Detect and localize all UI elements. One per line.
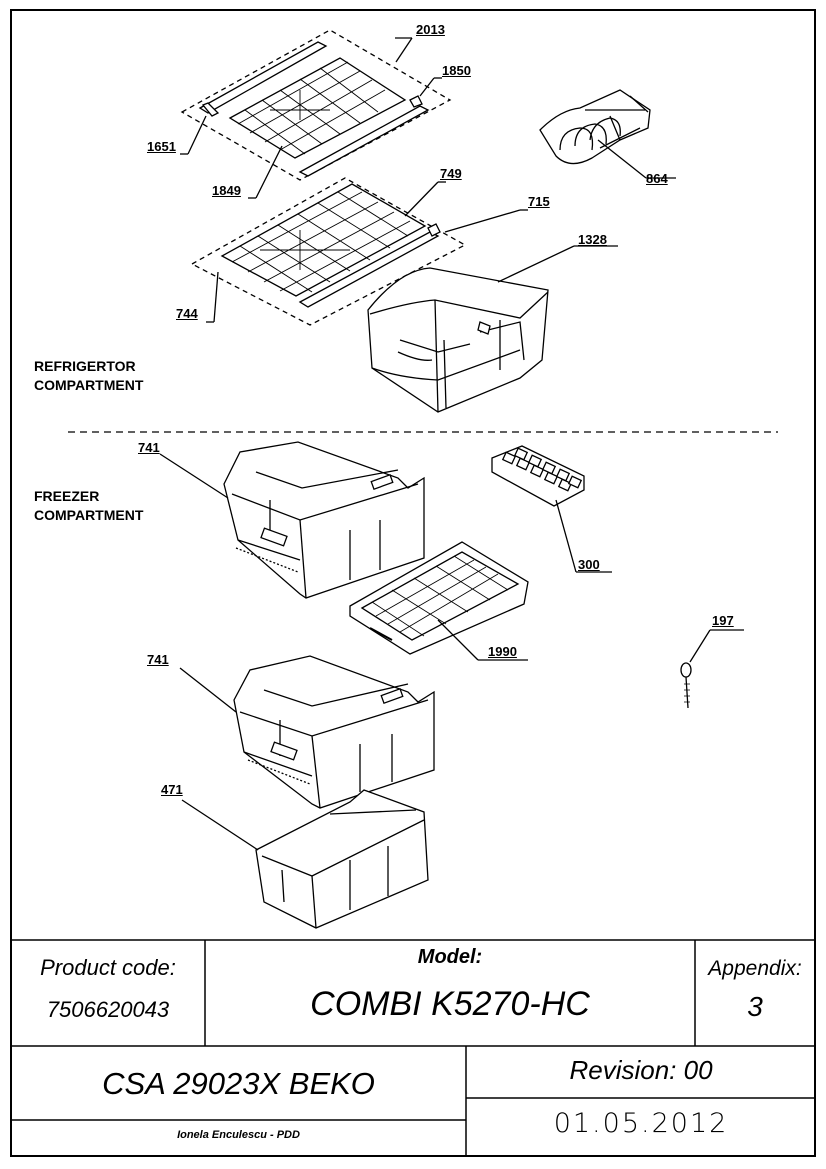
model-label: Model: [417,946,483,968]
glass-shelf-lower [190,177,467,326]
product-name: CSA 29023X BEKO [102,1066,375,1101]
model-value: COMBI K5270-HC [310,985,590,1023]
callout-741-lower: 741 [147,652,169,667]
freezer-label-line2: COMPARTMENT [34,507,144,523]
glass-shelf-upper [180,29,452,181]
callout-749: 749 [440,166,462,181]
callout-715: 715 [528,194,550,209]
freezer-drawer-lower [233,655,435,809]
freezer-label-line1: FREEZER [34,488,100,504]
freezer-compartment-label: FREEZER COMPARTMENT [34,487,143,525]
author: Ionela Enculescu - PDD [177,1129,300,1141]
date: 01.05.2012 [553,1108,729,1139]
pin-part [680,662,692,709]
refrigerator-compartment-label: REFRIGERTOR COMPARTMENT [34,357,143,395]
callout-864: 864 [646,171,668,186]
appendix-value: 3 [747,991,763,1022]
callout-741-upper: 741 [138,440,160,455]
freezer-tray [349,541,529,655]
callout-2013: 2013 [416,22,445,37]
product-code-value: 7506620043 [46,997,170,1022]
callout-744: 744 [176,306,198,321]
refrigerator-label-line2: COMPARTMENT [34,377,144,393]
callout-1849: 1849 [212,183,241,198]
callout-1850: 1850 [442,63,471,78]
callout-1328: 1328 [578,232,607,247]
callout-300: 300 [578,557,600,572]
appendix-label: Appendix: [708,957,802,980]
callout-471: 471 [161,782,183,797]
product-code-label: Product code: [40,955,176,980]
ice-cube-tray [491,445,585,507]
callout-197: 197 [712,613,734,628]
callout-1651: 1651 [147,139,176,154]
crisper-drawer [367,267,549,413]
freezer-drawer-bottom [255,789,429,929]
egg-tray [539,89,651,165]
title-block-lines [11,939,815,1156]
refrigerator-label-line1: REFRIGERTOR [34,358,136,374]
freezer-drawer-upper [223,441,425,599]
drawing-frame [10,9,816,1157]
callout-1990: 1990 [488,644,517,659]
revision: Revision: 00 [569,1055,713,1085]
